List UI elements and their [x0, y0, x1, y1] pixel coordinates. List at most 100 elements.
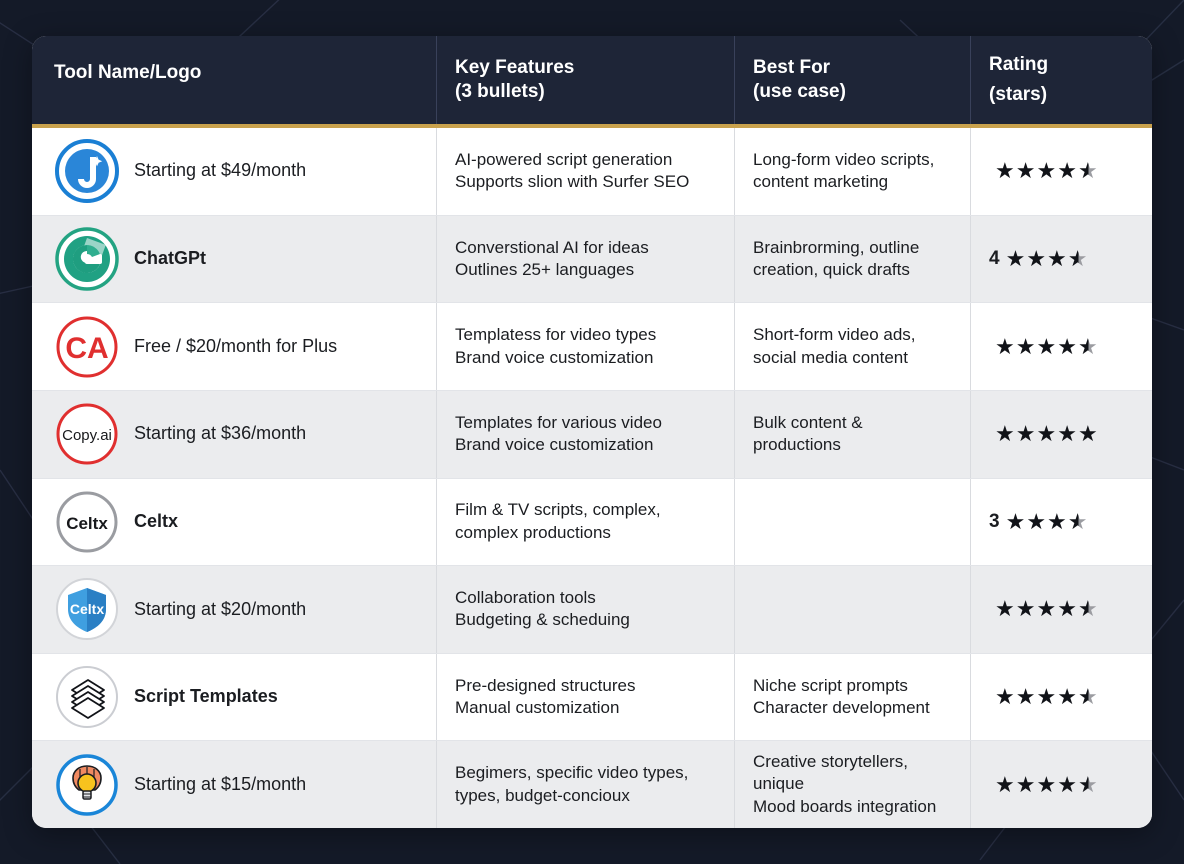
star-half-icon: ★	[1077, 684, 1099, 710]
star-full-icon: ★	[1036, 421, 1058, 447]
table-row[interactable]: Starting at $49/month AI-powered script …	[32, 128, 1152, 216]
star-full-icon: ★	[1005, 245, 1027, 271]
cell-key-features: Templatess for video types Brand voice c…	[436, 303, 734, 390]
table-body: Starting at $49/month AI-powered script …	[32, 128, 1152, 828]
table-row[interactable]: ChatGPt Converstional AI for ideas Outli…	[32, 215, 1152, 304]
table-row[interactable]: Script Templates Pre-designed structures…	[32, 653, 1152, 742]
cell-key-features: AI-powered script generation Supports sl…	[436, 128, 734, 215]
star-half-icon: ★	[1077, 333, 1099, 359]
tool-name-label: Free / $20/month for Plus	[134, 335, 338, 356]
cell-key-features: Collaboration tools Budgeting & scheduin…	[436, 566, 734, 653]
star-full-icon: ★	[1057, 771, 1078, 797]
svg-text:Celtx: Celtx	[66, 514, 108, 533]
key-features-text: Templatess for video types Brand voice c…	[455, 325, 657, 367]
star-full-icon: ★	[1026, 245, 1048, 271]
cell-best-for: Niche script prompts Character developme…	[734, 653, 970, 741]
star-full-icon: ★	[1057, 158, 1078, 184]
jasper-logo-icon	[54, 138, 120, 204]
star-full-icon: ★	[1047, 508, 1068, 534]
star-full-icon: ★	[1047, 245, 1068, 271]
star-full-icon: ★	[1036, 333, 1058, 359]
cell-rating: 4 ★★★★	[970, 215, 1152, 303]
table-header-row: Tool Name/Logo Key Features (3 bullets) …	[32, 36, 1152, 128]
tool-name-label: Script Templates	[134, 686, 278, 707]
best-for-text: Short-form video ads, social media conte…	[753, 325, 916, 367]
tool-name-label: ChatGPt	[134, 248, 206, 269]
key-features-text: AI-powered script generation Supports sl…	[455, 149, 690, 192]
star-rating: ★★★★★	[995, 598, 1099, 620]
table-row[interactable]: Celtx Celtx Film & TV scripts, complex, …	[32, 478, 1152, 567]
cell-tool-name: ChatGPt	[32, 216, 436, 303]
star-full-icon: ★	[995, 158, 1016, 184]
table-row[interactable]: CA Free / $20/month for Plus Templatess …	[32, 303, 1152, 391]
table-row[interactable]: Copy.ai Starting at $36/month Templates …	[32, 390, 1152, 479]
brain-bulb-logo-icon	[54, 752, 120, 818]
star-half-icon: ★	[1077, 158, 1099, 184]
star-full-icon: ★	[995, 421, 1016, 447]
rating-number: 4	[989, 248, 1000, 270]
star-full-icon: ★	[1057, 596, 1078, 622]
star-full-icon: ★	[1015, 684, 1037, 710]
cell-key-features: Templates for various video Brand voice …	[436, 390, 734, 478]
celtx-shield-logo-icon: Celtx	[54, 576, 120, 642]
tool-name-label: Starting at $20/month	[134, 598, 307, 619]
cell-tool-name: Copy.ai Starting at $36/month	[32, 391, 436, 478]
cell-best-for: Long-form video scripts, content marketi…	[734, 128, 970, 215]
cell-key-features: Converstional AI for ideas Outlines 25+ …	[436, 215, 734, 303]
best-for-text: Creative storytellers, unique Mood board…	[753, 752, 937, 816]
cell-rating: 3 ★★★★	[970, 478, 1152, 566]
cell-key-features: Begimers, specific video types, types, b…	[436, 741, 734, 828]
star-full-icon: ★	[1036, 684, 1058, 710]
script-stack-logo-icon	[54, 664, 120, 730]
comparison-table: Tool Name/Logo Key Features (3 bullets) …	[32, 36, 1152, 828]
key-features-text: Begimers, specific video types, types, b…	[455, 763, 689, 805]
rating-number: 3	[989, 511, 1000, 533]
cell-tool-name: Script Templates	[32, 654, 436, 741]
best-for-text: Bulk content & productions	[753, 412, 863, 455]
tool-name-label: Celtx	[134, 510, 179, 531]
star-half-icon: ★	[1077, 596, 1099, 622]
star-full-icon: ★	[1026, 508, 1048, 534]
star-full-icon: ★	[1036, 771, 1058, 797]
celtx-text-logo-icon: Celtx	[54, 489, 120, 555]
star-full-icon: ★	[995, 333, 1016, 359]
best-for-text: Brainbrorming, outline creation, quick d…	[753, 237, 920, 279]
cell-best-for	[734, 478, 970, 566]
key-features-text: Templates for various video Brand voice …	[455, 412, 662, 455]
star-full-icon: ★	[1077, 421, 1099, 447]
tool-name-label: Starting at $49/month	[134, 160, 307, 181]
column-header-tool-name: Tool Name/Logo	[32, 36, 436, 124]
table-row[interactable]: Celtx Starting at $20/month Collaboratio…	[32, 566, 1152, 654]
key-features-text: Film & TV scripts, complex, complex prod…	[455, 500, 661, 542]
key-features-text: Collaboration tools Budgeting & scheduin…	[455, 588, 630, 630]
star-full-icon: ★	[1036, 596, 1058, 622]
cell-rating: ★★★★★	[970, 566, 1152, 653]
cell-tool-name: Starting at $49/month	[32, 128, 436, 215]
star-full-icon: ★	[1015, 333, 1037, 359]
star-half-icon: ★	[1067, 508, 1089, 534]
star-rating: ★★★★	[1005, 245, 1089, 271]
star-full-icon: ★	[1015, 596, 1037, 622]
column-header-rating: Rating (stars)	[970, 36, 1152, 124]
cell-key-features: Film & TV scripts, complex, complex prod…	[436, 478, 734, 566]
cell-rating: ★★★★★	[970, 741, 1152, 828]
cell-rating: ★★★★★	[970, 390, 1152, 478]
star-rating: ★★★★★	[995, 771, 1099, 797]
column-header-line2: (stars)	[989, 84, 1048, 105]
cell-rating: ★★★★★	[970, 303, 1152, 390]
star-half-icon: ★	[1077, 771, 1099, 797]
table-row[interactable]: Starting at $15/month Begimers, specific…	[32, 741, 1152, 828]
column-header-line2: (3 bullets)	[455, 81, 545, 102]
column-header-line2: (use case)	[753, 81, 846, 102]
column-header-best-for: Best For (use case)	[734, 36, 970, 124]
star-full-icon: ★	[1005, 508, 1027, 534]
star-rating: ★★★★★	[995, 423, 1099, 445]
cell-tool-name: Starting at $15/month	[32, 741, 436, 828]
star-rating: ★★★★	[1005, 508, 1089, 534]
column-header-key-features: Key Features (3 bullets)	[436, 36, 734, 124]
key-features-text: Pre-designed structures Manual customiza…	[455, 675, 636, 718]
svg-text:Copy.ai: Copy.ai	[62, 427, 112, 444]
tool-name-label: Starting at $36/month	[134, 423, 307, 444]
star-full-icon: ★	[1057, 333, 1078, 359]
star-full-icon: ★	[995, 684, 1016, 710]
